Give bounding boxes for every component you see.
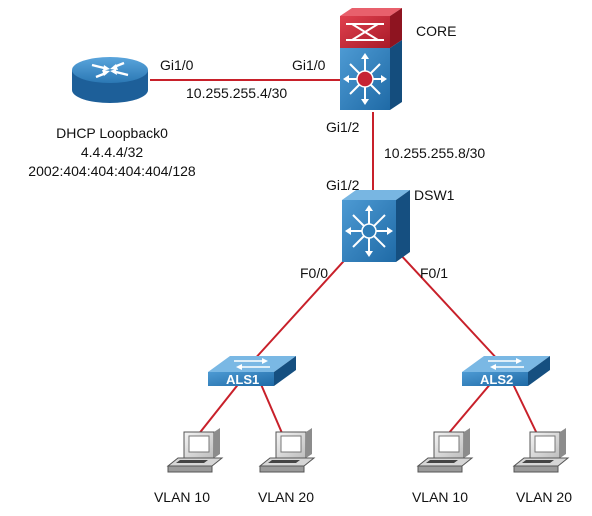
- link-als1-pc2: [259, 381, 286, 441]
- pc-vlan10-als1-icon[interactable]: [166, 428, 224, 473]
- als1-label: ALS1: [226, 372, 259, 387]
- link-als2-pc4: [511, 381, 541, 441]
- host-label-4: VLAN 20: [516, 489, 572, 505]
- dsw1-switch-icon[interactable]: [342, 190, 410, 262]
- dhcp-loopback-info: DHCP Loopback0 4.4.4.4/32 2002:404:404:4…: [28, 125, 196, 179]
- dhcp-ipv4: 4.4.4.4/32: [81, 144, 143, 160]
- pc-vlan20-als2-icon[interactable]: [512, 428, 570, 473]
- host-label-3: VLAN 10: [412, 489, 468, 505]
- core-gi10-label: Gi1/0: [292, 57, 326, 73]
- link-dsw1-als2: [397, 251, 501, 363]
- als2-label: ALS2: [480, 372, 513, 387]
- dsw1-f01-label: F0/1: [420, 265, 448, 281]
- pc-vlan20-als1-icon[interactable]: [258, 428, 316, 473]
- pc-vlan10-als2-icon[interactable]: [416, 428, 474, 473]
- dsw1-gi12-label: Gi1/2: [326, 177, 360, 193]
- subnet-router-core-label: 10.255.255.4/30: [186, 85, 287, 101]
- core-switch-icon[interactable]: [340, 8, 402, 110]
- core-label: CORE: [416, 23, 456, 39]
- dsw1-label: DSW1: [414, 187, 455, 203]
- router-gi10-label: Gi1/0: [160, 57, 194, 73]
- als1-switch-icon[interactable]: [208, 356, 296, 386]
- link-als1-pc1: [193, 381, 241, 441]
- links: [150, 79, 541, 441]
- dhcp-title: DHCP Loopback0: [56, 125, 168, 141]
- router-icon[interactable]: [72, 57, 148, 103]
- dsw1-f00-label: F0/0: [300, 265, 328, 281]
- dhcp-ipv6: 2002:404:404:404:404/128: [28, 163, 196, 179]
- als2-switch-icon[interactable]: [462, 356, 550, 386]
- host-label-1: VLAN 10: [154, 489, 210, 505]
- link-als2-pc3: [442, 381, 493, 441]
- link-dsw1-als1: [251, 251, 353, 363]
- subnet-core-dsw1-label: 10.255.255.8/30: [384, 145, 485, 161]
- host-label-2: VLAN 20: [258, 489, 314, 505]
- core-gi12-label: Gi1/2: [326, 119, 360, 135]
